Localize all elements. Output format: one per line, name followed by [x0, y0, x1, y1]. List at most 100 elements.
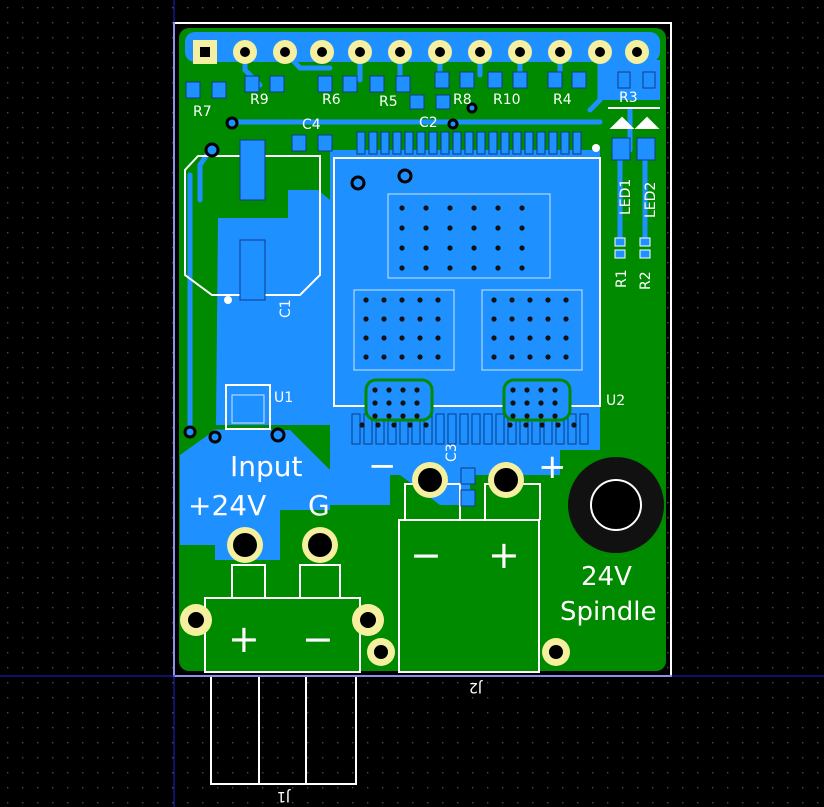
thermal-vias [359, 205, 577, 428]
label-j2: J2 [469, 679, 483, 695]
thermal-via [363, 297, 369, 303]
label-j1: J1 [277, 788, 291, 804]
header-pins [193, 40, 649, 64]
input-ground: G [308, 489, 330, 522]
thermal-via [519, 205, 525, 211]
thermal-via [435, 297, 441, 303]
thermal-via [563, 354, 569, 360]
thermal-via [527, 316, 533, 322]
j2-plus-mark: + [488, 533, 520, 577]
label-led1: LED1 [618, 179, 634, 215]
thermal-via [555, 422, 561, 428]
small-vias [183, 102, 600, 444]
thermal-via [471, 265, 477, 271]
thermal-via [509, 316, 515, 322]
thermal-via [381, 316, 387, 322]
thermal-via [538, 387, 544, 393]
label-c4: C4 [302, 117, 321, 133]
thermal-via [471, 245, 477, 251]
thermal-via [447, 245, 453, 251]
thermal-via [381, 354, 387, 360]
thermal-via [386, 413, 392, 419]
thermal-via [539, 422, 545, 428]
thermal-via [447, 265, 453, 271]
thermal-via [386, 400, 392, 406]
smd-pads [185, 71, 656, 507]
thermal-via [491, 335, 497, 341]
thermal-via [491, 297, 497, 303]
thermal-via [391, 422, 397, 428]
thermal-via [509, 354, 515, 360]
label-r2: R2 [638, 271, 654, 290]
thermal-via [400, 413, 406, 419]
input-voltage: +24V [188, 489, 266, 522]
thermal-via [363, 335, 369, 341]
label-c3: C3 [444, 443, 460, 462]
thermal-via [417, 354, 423, 360]
thermal-via [545, 335, 551, 341]
thermal-via [414, 387, 420, 393]
thermal-via [363, 316, 369, 322]
label-r7: R7 [193, 104, 212, 120]
thermal-via [545, 297, 551, 303]
thermal-via [471, 205, 477, 211]
thermal-via [423, 225, 429, 231]
thermal-via [363, 354, 369, 360]
label-r6: R6 [322, 92, 341, 108]
thermal-via [563, 335, 569, 341]
thermal-via [524, 400, 530, 406]
thermal-via [471, 225, 477, 231]
thermal-via [519, 265, 525, 271]
thermal-via [399, 354, 405, 360]
thermal-via [510, 413, 516, 419]
thermal-via [491, 354, 497, 360]
thermal-via [435, 316, 441, 322]
connector-pads [180, 462, 570, 666]
thermal-via [545, 316, 551, 322]
thermal-via [414, 400, 420, 406]
label-c2: C2 [419, 115, 438, 131]
thermal-via [495, 205, 501, 211]
thermal-via [538, 413, 544, 419]
thermal-via [519, 245, 525, 251]
thermal-via [509, 335, 515, 341]
minus-mark-left: − [368, 446, 397, 486]
thermal-via [552, 413, 558, 419]
label-led2: LED2 [643, 182, 659, 218]
led-resistor-pads [614, 237, 651, 259]
label-r5: R5 [379, 94, 398, 110]
thermal-via [523, 422, 529, 428]
thermal-via [527, 297, 533, 303]
thermal-via [545, 354, 551, 360]
thermal-via [552, 400, 558, 406]
thermal-via [399, 225, 405, 231]
thermal-via [495, 245, 501, 251]
thermal-via [495, 265, 501, 271]
thermal-via [509, 297, 515, 303]
label-r10: R10 [493, 92, 521, 108]
thermal-via [375, 422, 381, 428]
thermal-via [372, 387, 378, 393]
thermal-via [372, 413, 378, 419]
spindle-voltage: 24V [581, 562, 632, 592]
thermal-via [399, 205, 405, 211]
label-r3: R3 [619, 90, 638, 106]
thermal-via [400, 387, 406, 393]
thermal-via [447, 205, 453, 211]
thermal-via [399, 245, 405, 251]
mounting-hole [568, 457, 664, 553]
j1-minus-mark: − [302, 617, 334, 661]
thermal-via [435, 354, 441, 360]
thermal-via [571, 422, 577, 428]
thermal-via [381, 297, 387, 303]
thermal-via [417, 316, 423, 322]
fine-pitch-pads [351, 131, 589, 445]
thermal-via [510, 387, 516, 393]
j1-plus-mark: + [228, 617, 260, 661]
thermal-via [510, 400, 516, 406]
thermal-via [447, 225, 453, 231]
thermal-via [435, 335, 441, 341]
label-c1: C1 [278, 299, 294, 318]
thermal-via [527, 354, 533, 360]
